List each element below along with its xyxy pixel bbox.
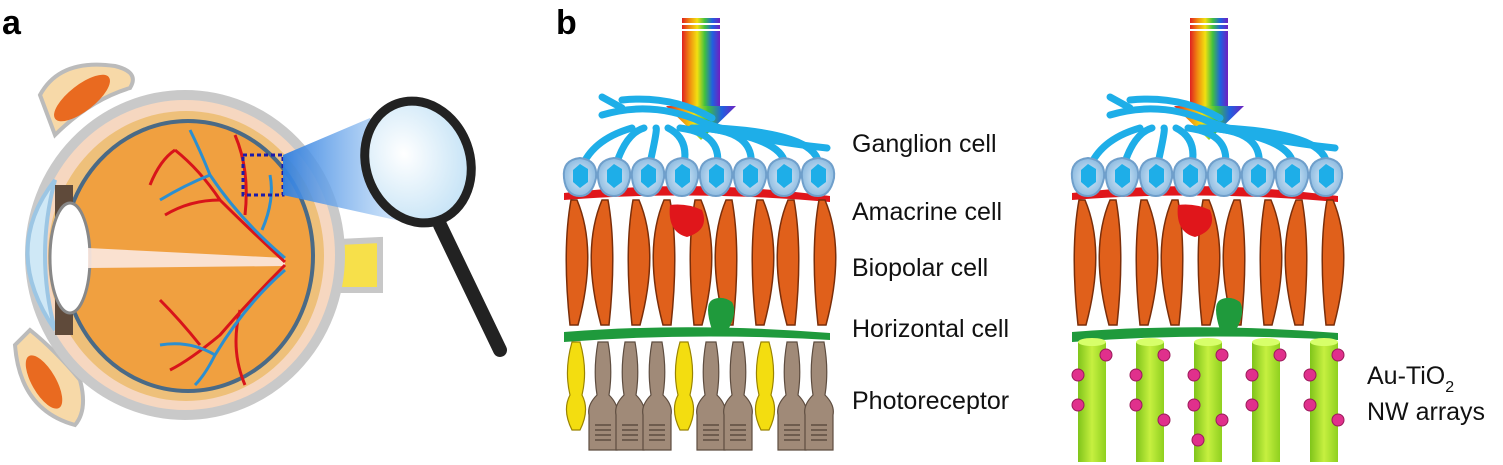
cone-photoreceptor xyxy=(754,341,776,431)
ganglion-cell xyxy=(1240,156,1276,198)
gold-nanoparticle xyxy=(1273,348,1287,362)
panel-label-a: a xyxy=(2,4,22,42)
gold-nanoparticle xyxy=(1303,368,1317,382)
ganglion-cell xyxy=(1274,156,1310,198)
label-horizontal-cell: Horizontal cell xyxy=(852,315,1009,343)
gold-nanoparticle xyxy=(1071,368,1085,382)
nanowire-top xyxy=(1310,338,1338,346)
horizontal-cell xyxy=(1216,297,1243,330)
gold-nanoparticle xyxy=(1129,368,1143,382)
bipolar-cell xyxy=(1135,199,1159,326)
cone-photoreceptor xyxy=(565,341,587,431)
rod-photoreceptor xyxy=(642,341,672,451)
bipolar-cell xyxy=(1284,199,1308,326)
panel-label-b: b xyxy=(556,4,577,42)
rod-photoreceptor xyxy=(777,341,807,451)
amacrine-cell xyxy=(1177,204,1213,237)
bipolar-cell xyxy=(565,199,589,326)
bipolar-cell xyxy=(1098,199,1122,326)
bipolar-cell xyxy=(1259,199,1283,326)
label-nw-prefix: Au-TiO xyxy=(1367,362,1445,390)
retina-artificial xyxy=(1070,18,1345,462)
lens xyxy=(48,201,92,315)
ganglion-cell xyxy=(562,156,598,198)
gold-nanoparticle xyxy=(1157,348,1171,362)
label-photoreceptor: Photoreceptor xyxy=(852,387,1009,415)
blood-vessels-blue xyxy=(159,129,286,387)
gold-nanoparticle xyxy=(1245,398,1259,412)
nanowire-top xyxy=(1078,338,1106,346)
bipolar-cell xyxy=(751,199,775,326)
horizontal-plexus xyxy=(1072,327,1338,342)
horizontal-plexus xyxy=(564,327,830,342)
nanowire-top xyxy=(1252,338,1280,346)
rod-photoreceptor xyxy=(696,341,726,451)
cone-photoreceptor xyxy=(673,341,695,431)
ganglion-cell xyxy=(1172,156,1208,198)
cornea xyxy=(25,178,57,332)
label-nw-subscript: 2 xyxy=(1445,379,1454,396)
label-nw-line2: NW arrays xyxy=(1367,398,1485,426)
bipolar-cell xyxy=(714,199,738,326)
gold-nanoparticle xyxy=(1157,413,1171,427)
label-amacrine-cell: Amacrine cell xyxy=(852,198,1002,226)
ganglion-cell xyxy=(1070,156,1106,198)
ganglion-cell xyxy=(1308,156,1344,198)
gold-nanoparticle xyxy=(1187,368,1201,382)
upper-eyelid xyxy=(37,62,135,139)
label-ganglion-cell: Ganglion cell xyxy=(852,130,997,158)
gold-nanoparticle xyxy=(1191,433,1205,447)
rod-photoreceptor xyxy=(723,341,753,451)
ganglion-cell xyxy=(732,156,768,198)
bipolar-cell xyxy=(1073,199,1097,326)
nanowire-top xyxy=(1136,338,1164,346)
gold-nanoparticle xyxy=(1245,368,1259,382)
rod-photoreceptor xyxy=(588,341,618,451)
gold-nanoparticle xyxy=(1129,398,1143,412)
gold-nanoparticle xyxy=(1303,398,1317,412)
nanowire-top xyxy=(1194,338,1222,346)
bipolar-cell xyxy=(1321,199,1345,326)
rod-photoreceptor xyxy=(615,341,645,451)
ganglion-cell xyxy=(1104,156,1140,198)
gold-nanoparticle xyxy=(1331,348,1345,362)
bipolar-cell xyxy=(776,199,800,326)
label-biopolar-cell: Biopolar cell xyxy=(852,254,988,282)
bipolar-cell xyxy=(813,199,837,326)
ganglion-cell xyxy=(630,156,666,198)
bipolar-cell xyxy=(1222,199,1246,326)
gold-nanoparticle xyxy=(1071,398,1085,412)
rod-photoreceptor xyxy=(804,341,834,451)
gold-nanoparticle xyxy=(1215,348,1229,362)
amacrine-plexus xyxy=(1072,186,1338,202)
bipolar-cell xyxy=(590,199,614,326)
ganglion-cell xyxy=(800,156,836,198)
ganglion-cell xyxy=(596,156,632,198)
amacrine-cell xyxy=(669,204,705,237)
gold-nanoparticle xyxy=(1331,413,1345,427)
ganglion-cell xyxy=(766,156,802,198)
ganglion-cell xyxy=(664,156,700,198)
gold-nanoparticle xyxy=(1187,398,1201,412)
light-path xyxy=(88,248,285,268)
retina-natural xyxy=(562,18,837,451)
gold-nanoparticle xyxy=(1215,413,1229,427)
blood-vessels-red xyxy=(148,134,287,386)
magnifying-glass-icon xyxy=(360,96,507,357)
eye-illustration xyxy=(12,62,507,428)
bipolar-cell xyxy=(627,199,651,326)
ganglion-cell xyxy=(1138,156,1174,198)
amacrine-plexus xyxy=(564,186,830,202)
label-nw-line1: Au-TiO2 xyxy=(1367,362,1454,396)
horizontal-cell xyxy=(708,297,735,330)
lower-eyelid xyxy=(12,327,86,428)
gold-nanoparticle xyxy=(1099,348,1113,362)
ganglion-cell xyxy=(1206,156,1242,198)
ganglion-cell xyxy=(698,156,734,198)
